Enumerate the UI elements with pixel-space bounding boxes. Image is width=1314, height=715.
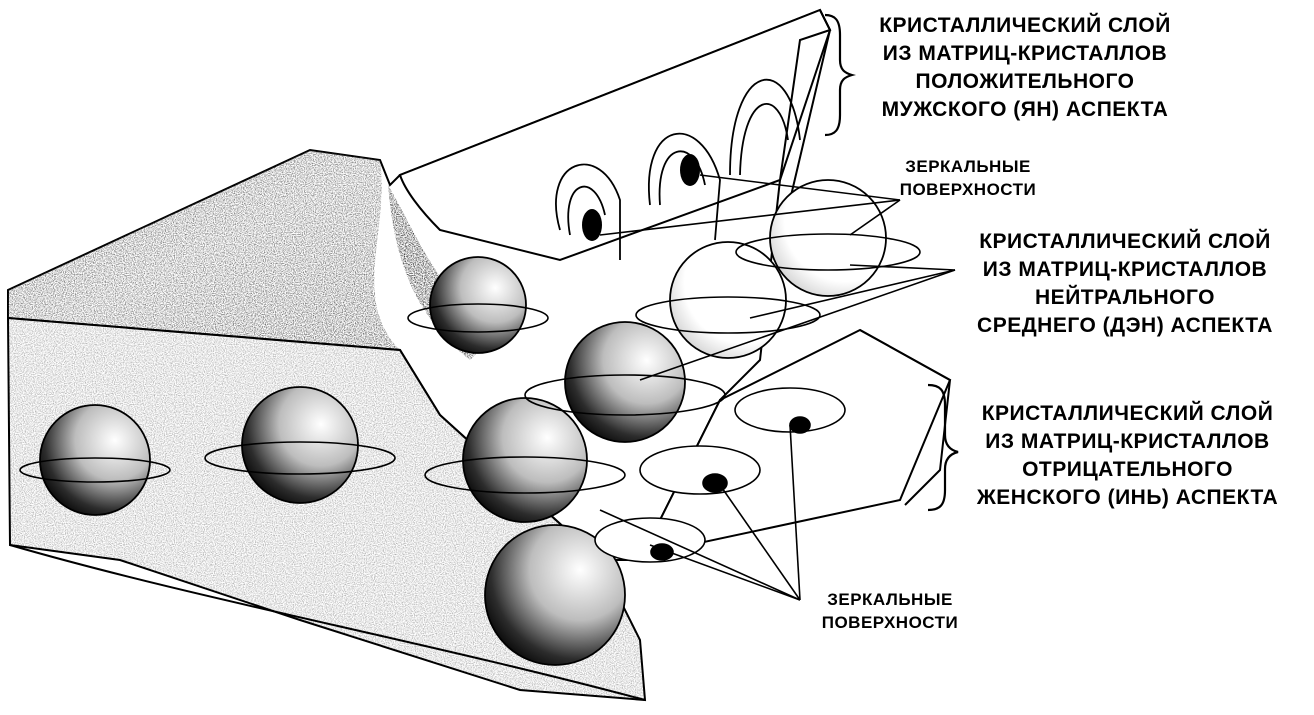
label-top-layer: КРИСТАЛЛИЧЕСКИЙ СЛОЙ ИЗ МАТРИЦ-КРИСТАЛЛО… (860, 12, 1190, 124)
sphere-lower-center (463, 398, 587, 522)
label-middle-layer: КРИСТАЛЛИЧЕСКИЙ СЛОЙ ИЗ МАТРИЦ-КРИСТАЛЛО… (945, 228, 1305, 340)
label-mirror-top-line-1: ЗЕРКАЛЬНЫЕ (888, 155, 1048, 178)
label-middle-line-1: КРИСТАЛЛИЧЕСКИЙ СЛОЙ (945, 228, 1305, 256)
label-middle-line-2: ИЗ МАТРИЦ-КРИСТАЛЛОВ (945, 256, 1305, 284)
label-top-line-2: ИЗ МАТРИЦ-КРИСТАЛЛОВ (860, 40, 1190, 68)
sphere-center (565, 322, 685, 442)
label-mirror-top: ЗЕРКАЛЬНЫЕ ПОВЕРХНОСТИ (888, 155, 1048, 201)
label-top-line-3: ПОЛОЖИТЕЛЬНОГО (860, 68, 1190, 96)
label-bottom-layer: КРИСТАЛЛИЧЕСКИЙ СЛОЙ ИЗ МАТРИЦ-КРИСТАЛЛО… (950, 400, 1305, 512)
label-mirror-bottom-line-2: ПОВЕРХНОСТИ (805, 611, 975, 634)
label-top-line-1: КРИСТАЛЛИЧЕСКИЙ СЛОЙ (860, 12, 1190, 40)
label-top-line-4: МУЖСКОГО (ЯН) АСПЕКТА (860, 96, 1190, 124)
label-mirror-top-line-2: ПОВЕРХНОСТИ (888, 178, 1048, 201)
sphere-mid-right (670, 242, 786, 358)
label-middle-line-4: СРЕДНЕГО (ДЭН) АСПЕКТА (945, 312, 1305, 340)
label-middle-line-3: НЕЙТРАЛЬНОГО (945, 284, 1305, 312)
label-bottom-line-2: ИЗ МАТРИЦ-КРИСТАЛЛОВ (950, 428, 1305, 456)
label-bottom-line-3: ОТРИЦАТЕЛЬНОГО (950, 456, 1305, 484)
label-bottom-line-4: ЖЕНСКОГО (ИНЬ) АСПЕКТА (950, 484, 1305, 512)
sphere-lower-left (242, 387, 358, 503)
label-mirror-bottom-line-1: ЗЕРКАЛЬНЫЕ (805, 588, 975, 611)
sphere-top-right (770, 180, 886, 296)
label-bottom-line-1: КРИСТАЛЛИЧЕСКИЙ СЛОЙ (950, 400, 1305, 428)
label-mirror-bottom: ЗЕРКАЛЬНЫЕ ПОВЕРХНОСТИ (805, 588, 975, 634)
